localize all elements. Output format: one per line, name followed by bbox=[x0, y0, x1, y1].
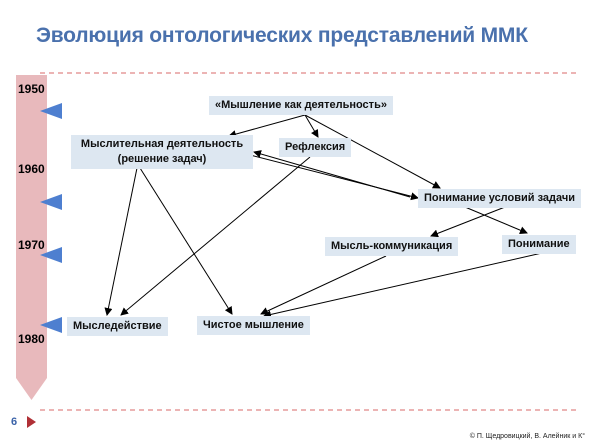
arrow-activity-to-mental bbox=[228, 114, 306, 138]
node-mental-activity-line1: Мыслительная деятельность bbox=[80, 138, 244, 150]
arrow-mental-to-purethinking bbox=[139, 167, 233, 315]
node-thought-action: Мыследействие bbox=[67, 317, 168, 336]
year-label: 1980 bbox=[18, 332, 45, 346]
node-pure-thinking: Чистое мышление bbox=[197, 316, 310, 335]
timeline-bar bbox=[16, 75, 47, 400]
timeline-marker bbox=[40, 247, 62, 263]
node-thinking-as-activity: «Мышление как деятельность» bbox=[209, 96, 393, 115]
arrow-activity-to-conditions bbox=[304, 114, 441, 189]
node-understanding-conditions: Понимание условий задачи bbox=[418, 189, 582, 208]
year-label: 1960 bbox=[18, 162, 45, 176]
node-mental-activity: Мыслительная деятельность (решение задач… bbox=[71, 135, 253, 169]
page-number: 6 bbox=[11, 416, 18, 428]
year-label: 1970 bbox=[18, 238, 45, 252]
next-slide-icon[interactable] bbox=[27, 416, 37, 428]
node-reflection: Рефлексия bbox=[279, 138, 352, 157]
arrow-communication-to-purethinking bbox=[260, 255, 387, 315]
arrow-understanding-to-purethinking bbox=[263, 252, 543, 319]
arrow-reflection-to-thoughtaction bbox=[120, 156, 311, 316]
year-label: 1950 bbox=[18, 82, 45, 96]
copyright-text: © П. Щедровицкий, В. Алейник и К° bbox=[469, 433, 585, 440]
node-thought-communication: Мысль-коммуникация bbox=[325, 237, 459, 256]
arrow-conditions-to-communication bbox=[430, 206, 506, 238]
arrow-conditions-to-understanding bbox=[464, 206, 528, 234]
arrow-conditions-to-mental bbox=[253, 150, 411, 198]
timeline-marker bbox=[40, 103, 62, 119]
arrow-activity-to-reflection bbox=[304, 114, 319, 138]
node-understanding: Понимание bbox=[502, 235, 576, 254]
timeline-marker bbox=[40, 194, 62, 210]
arrow-mental-to-thoughtaction bbox=[104, 167, 138, 316]
slide-title: Эволюция онтологических представлений ММ… bbox=[36, 24, 528, 47]
timeline-marker bbox=[40, 317, 62, 333]
node-mental-activity-line2: (решение задач) bbox=[117, 153, 207, 165]
